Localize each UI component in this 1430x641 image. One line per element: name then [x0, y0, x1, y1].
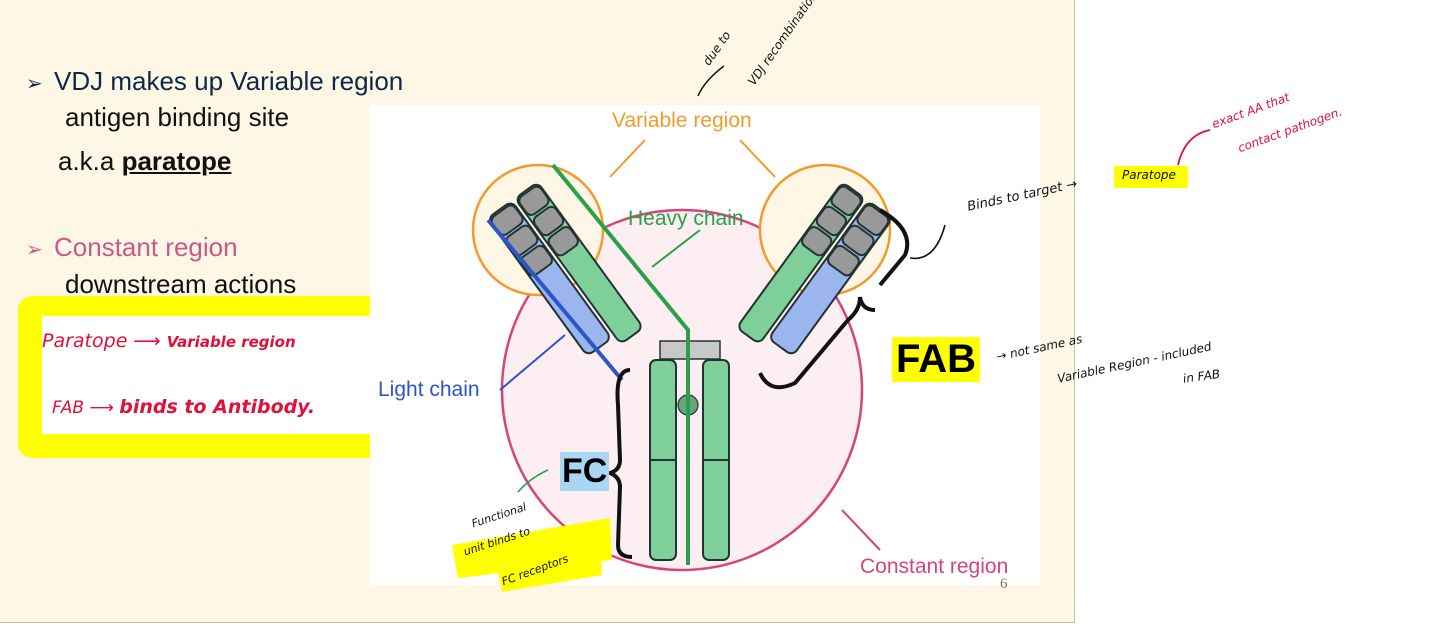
label-constant-region: Constant region	[860, 555, 1009, 578]
right-vd-1	[830, 185, 862, 216]
note-box-inner	[42, 316, 370, 434]
aka-term: paratope	[121, 146, 232, 176]
label-fab: FAB	[892, 337, 980, 382]
fab-brace-top	[878, 208, 910, 287]
left-vd-3	[547, 226, 579, 257]
bullet-vdj: ➢ VDJ makes up Variable region	[26, 66, 403, 99]
note-variable-region: Variable region	[166, 333, 296, 351]
note-paratope-tag: Paratope	[1114, 166, 1188, 188]
antibody-diagram: Variable region Heavy chain Light chain …	[370, 105, 1040, 585]
exact-aa-arrow	[1177, 129, 1211, 166]
bullet-vdj-sub: antigen binding site	[65, 102, 290, 132]
fc-brace	[603, 368, 633, 559]
light-chain-outline	[486, 218, 624, 382]
note-box	[18, 296, 396, 458]
arrow-right-icon: →	[995, 347, 1008, 364]
heavy-chain-arrow	[651, 229, 701, 268]
bullet-constant: ➢ Constant region	[26, 232, 238, 265]
arrow-right-icon: ⟶	[84, 398, 120, 418]
aka-line: a.k.a paratope	[58, 146, 231, 176]
note-box-line1: Paratope ⟶ Variable region	[42, 330, 296, 352]
bullet-constant-sub: downstream actions	[65, 269, 297, 299]
bullet-constant-label: Constant region	[54, 232, 238, 262]
light-chain-arrow	[499, 334, 566, 391]
right-arm	[738, 183, 891, 355]
constant-region-arrow	[841, 509, 881, 551]
note-paratope: Paratope	[42, 330, 128, 352]
label-light-chain: Light chain	[378, 378, 480, 401]
page-number: 6	[1000, 576, 1008, 592]
note-binds-antibody: binds to Antibody.	[119, 396, 316, 418]
note-box-line2: FAB ⟶ binds to Antibody.	[52, 396, 315, 418]
note-fab: FAB	[52, 398, 85, 418]
variable-arrow-right	[739, 139, 776, 178]
heavy-chain-outline	[551, 163, 690, 565]
arrow-right-icon: ⟶	[127, 330, 167, 352]
left-vd-1	[518, 185, 550, 216]
label-heavy-chain: Heavy chain	[628, 207, 744, 230]
arrowhead-bullet-icon: ➢	[26, 239, 43, 261]
right-vl-2	[841, 224, 875, 257]
variable-arrow-left	[609, 139, 646, 178]
arrowhead-bullet-icon: ➢	[26, 73, 43, 95]
left-vd-2	[532, 205, 565, 237]
label-variable-region: Variable region	[612, 109, 752, 132]
right-vd-3	[801, 226, 833, 257]
aka-prefix: a.k.a	[58, 146, 122, 176]
fab-brace	[758, 296, 876, 390]
note-in-fab: in FAB	[1182, 366, 1221, 386]
slide: ➢ VDJ makes up Variable region antigen bi…	[0, 0, 1075, 623]
label-fc: FC	[560, 452, 610, 491]
arrow-right-icon: →	[1064, 176, 1079, 194]
right-vd-2	[815, 205, 848, 237]
bullet-vdj-label: VDJ makes up Variable region	[54, 66, 404, 96]
right-vl-3	[827, 244, 860, 277]
